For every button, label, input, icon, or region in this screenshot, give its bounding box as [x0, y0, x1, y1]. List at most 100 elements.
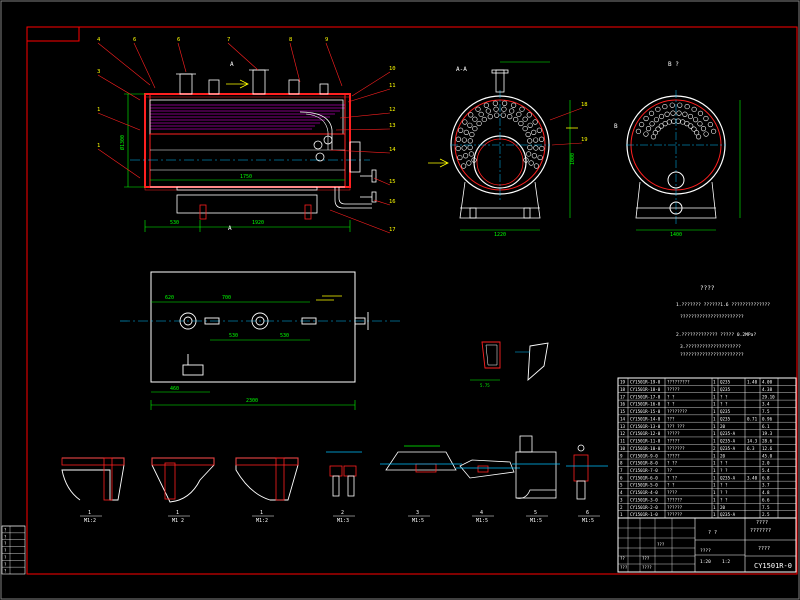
bom-cell: Q235-A — [720, 512, 736, 517]
title-scale: ???? — [700, 548, 711, 554]
tube-hole — [666, 119, 672, 125]
tube-hole — [527, 138, 533, 144]
bom-cell: ? ? — [667, 394, 675, 399]
bom-cell: 6.6 — [762, 497, 770, 502]
bom-cell: 20 — [720, 453, 726, 458]
tube-hole — [509, 108, 515, 114]
bom-cell: ???? — [667, 490, 678, 495]
bom-cell: CY1501R-14-0 — [630, 416, 661, 421]
tube-hole — [532, 119, 538, 125]
bom-cell: ? ?? — [667, 461, 678, 466]
bom-cell: 5.4 — [762, 468, 770, 473]
detail-scale: M1:5 — [582, 518, 594, 524]
dim-furnace: 1750 — [240, 174, 252, 180]
tube-hole — [478, 111, 484, 117]
tube-hole — [650, 134, 657, 140]
tube-hole — [694, 130, 700, 136]
tube-hole — [461, 137, 467, 143]
dim-main: 1920 — [252, 220, 264, 226]
bom-cell: Q235-A — [720, 431, 736, 436]
leader-line — [289, 42, 301, 83]
tube-hole — [525, 131, 531, 138]
dim-plan-len: 2300 — [246, 398, 258, 404]
corner-tag — [26, 26, 80, 42]
view-label-b: B — [614, 123, 618, 130]
tube-hole — [695, 134, 702, 140]
bom-cell: 6.1 — [762, 424, 770, 429]
rev-cell: ? — [4, 541, 7, 546]
tube-hole — [519, 106, 525, 112]
tube-hole — [516, 111, 522, 117]
tube-hole — [670, 110, 676, 116]
bom-cell: 1 — [713, 512, 716, 517]
bom-cell: 7 — [620, 468, 623, 473]
leader-line — [551, 142, 583, 146]
bom-cell: 2 — [620, 505, 623, 510]
bom-cell: ????? — [667, 387, 680, 392]
bom-cell: ??????? — [667, 446, 685, 451]
tube-hole — [671, 118, 677, 124]
bom-cell: 5 — [620, 483, 623, 488]
bom-cell: 17 — [620, 394, 626, 399]
bom-cell: Q235 — [720, 409, 731, 414]
bom-cell: 1 — [713, 497, 716, 502]
bom-cell: Q235 — [720, 416, 731, 421]
detail-number: 5 — [534, 510, 537, 516]
tube-hole — [467, 138, 473, 144]
bom-cell: 0.96 — [762, 416, 773, 421]
bom-cell: 7.5 — [762, 409, 770, 414]
tube-hole — [501, 106, 507, 112]
balloon-1: 1 — [97, 143, 100, 149]
bom-cell: ?????? — [667, 512, 683, 517]
tube-hole — [526, 112, 532, 118]
tube-hole — [703, 115, 709, 122]
bom-cell: 4.8 — [762, 490, 770, 495]
bom-cell: CY1501R-19-0 — [630, 380, 661, 385]
tube-hole — [513, 116, 519, 123]
section-a-a: A-A 1220 1000 — [428, 61, 578, 238]
bom-cell: 6.3 — [747, 446, 755, 451]
bom-cell: 1 — [713, 475, 716, 480]
balloon-6: 6 — [177, 37, 180, 43]
detail-scale: M1:5 — [476, 518, 488, 524]
tube-hole — [527, 144, 533, 151]
bom-cell: CY1501R-1-0 — [630, 512, 658, 517]
tube-hole — [533, 145, 539, 151]
bom-cell: ? ? — [720, 461, 728, 466]
bom-cell: 19 — [620, 380, 626, 385]
title-block: ? ? ???? ??????? ???? CY1501R-0 ???? 1:2… — [617, 517, 797, 573]
bom-cell: CY1501R-6-0 — [630, 475, 658, 480]
tube-hole — [458, 127, 464, 133]
bom-cell: ??? — [667, 416, 675, 421]
bom-cell: 20 — [720, 505, 726, 510]
bom-cell: Q235-A — [720, 446, 736, 451]
tube-hole — [664, 111, 670, 117]
dim-end-w: 1220 — [494, 232, 506, 238]
tube-hole — [487, 114, 493, 120]
bom-cell: 1 — [713, 394, 716, 399]
detail-scale: M1:2 — [84, 518, 96, 524]
tube-hole — [533, 137, 539, 143]
tb-cell-3: ??? — [642, 556, 650, 561]
bom-cell: ????? — [667, 431, 680, 436]
dim-end-h: 1000 — [570, 153, 576, 165]
tube-hole — [527, 122, 533, 128]
bom-cell: 3.4 — [762, 402, 770, 407]
bom-cell: 18 — [620, 387, 626, 392]
bom-cell: 19.3 — [762, 431, 773, 436]
bom-cell: 20 — [720, 424, 726, 429]
bom-cell: ? ? — [720, 394, 728, 399]
bom-cell: 9 — [620, 453, 623, 458]
title-ratio: 1:2 — [722, 559, 730, 565]
rev-cell: ? — [4, 569, 7, 574]
tube-hole — [518, 120, 524, 127]
bom-cell: 4 — [620, 490, 623, 495]
title-project: ???? — [758, 546, 770, 552]
title-dept: ? ? — [708, 530, 717, 536]
tube-hole — [662, 103, 668, 110]
bom-cell: 2.5 — [762, 512, 770, 517]
bom-cell: 16 — [620, 402, 626, 407]
bom-cell: CY1501R-3-0 — [630, 497, 658, 502]
